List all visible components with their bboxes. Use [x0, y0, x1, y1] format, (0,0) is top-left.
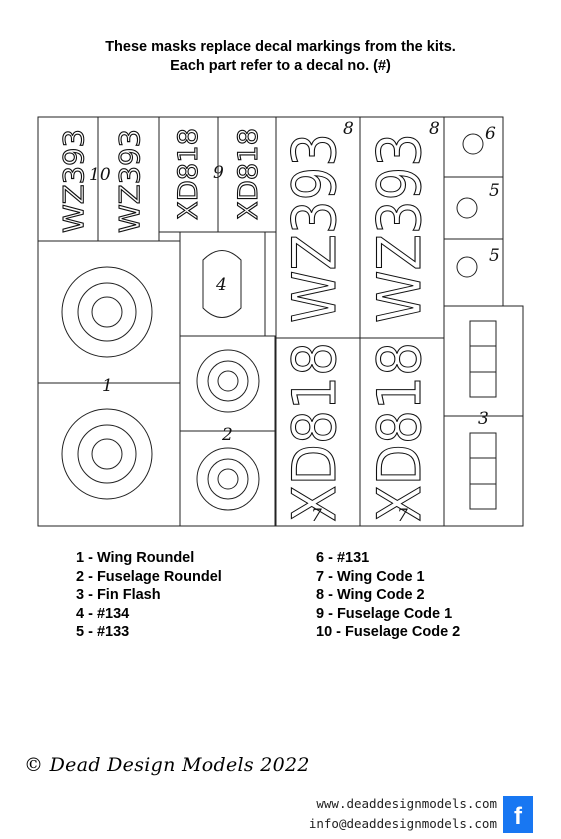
- wing-roundel-bottom: [61, 408, 153, 500]
- legend-item: 10 - Fuselage Code 2: [316, 624, 461, 641]
- legend-item: 4 - #134: [76, 605, 130, 622]
- wing-roundel-top: [61, 266, 153, 358]
- part-number-8-a: 8: [343, 119, 354, 139]
- part-number-4: 4: [215, 275, 227, 295]
- wing-code-1-text-b: XD818: [365, 342, 435, 522]
- email-link[interactable]: info@deaddesignmodels.com: [308, 816, 497, 831]
- part-number-5-b: 5: [489, 246, 500, 266]
- header-line-1: These masks replace decal markings from …: [105, 39, 456, 55]
- fuselage-roundel-top: [196, 349, 260, 413]
- fuselage-code-2-text-b: WZ393: [113, 129, 146, 233]
- mask-131-circle: [462, 133, 484, 155]
- legend-item: 6 - #131: [316, 550, 370, 566]
- wing-code-2-text-a: WZ393: [280, 133, 350, 323]
- header-line-2: Each part refer to a decal no. (#): [170, 58, 391, 74]
- part-number-7-b: 7: [397, 506, 408, 526]
- fuselage-code-2-text-a: WZ393: [57, 129, 90, 233]
- legend-item: 2 - Fuselage Roundel: [76, 568, 222, 585]
- facebook-icon[interactable]: f: [503, 796, 533, 833]
- wing-code-2-text-b: WZ393: [365, 133, 435, 323]
- legend-item: 1 - Wing Roundel: [76, 550, 195, 566]
- part-number-5-a: 5: [489, 181, 500, 201]
- part-number-6: 6: [485, 124, 496, 144]
- fin-flash-top: [469, 320, 497, 398]
- mask-133-circle-a: [456, 197, 478, 219]
- part-number-10: 10: [89, 165, 111, 185]
- contact-block: www.deaddesignmodels.com info@deaddesign…: [309, 794, 497, 834]
- mask-134-shape: [202, 250, 242, 318]
- part-number-9: 9: [213, 163, 224, 183]
- part-number-1: 1: [102, 376, 113, 396]
- fuselage-code-1-text-b: XD818: [233, 128, 264, 220]
- legend-column-1: 1 - Wing Roundel 2 - Fuselage Roundel 3 …: [76, 549, 222, 642]
- part-number-7-a: 7: [311, 506, 322, 526]
- mask-133-circle-b: [456, 256, 478, 278]
- wing-code-1-text-a: XD818: [280, 342, 350, 522]
- legend-item: 8 - Wing Code 2: [316, 587, 425, 604]
- fuselage-code-1-text-a: XD818: [173, 128, 204, 220]
- legend-item: 9 - Fuselage Code 1: [316, 605, 453, 622]
- copyright-notice: © Dead Design Models 2022: [24, 754, 310, 776]
- legend-item: 3 - Fin Flash: [76, 587, 161, 604]
- legend-item: 7 - Wing Code 1: [316, 568, 425, 585]
- part-number-2: 2: [221, 425, 233, 445]
- fin-flash-bottom: [469, 432, 497, 510]
- part-number-8-b: 8: [429, 119, 440, 139]
- website-link[interactable]: www.deaddesignmodels.com: [316, 796, 497, 811]
- part-number-3: 3: [478, 409, 489, 429]
- fuselage-roundel-bottom: [196, 447, 260, 511]
- page-header: These masks replace decal markings from …: [0, 38, 561, 76]
- legend-item: 5 - #133: [76, 624, 130, 641]
- legend-column-2: 6 - #131 7 - Wing Code 1 8 - Wing Code 2…: [316, 549, 460, 642]
